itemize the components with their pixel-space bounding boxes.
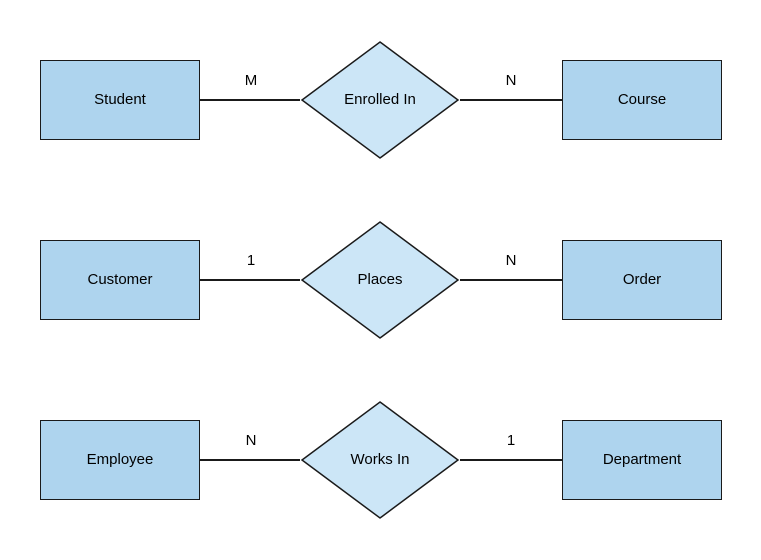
relationship-label: Places bbox=[357, 271, 403, 288]
entity-label: Student bbox=[94, 91, 146, 108]
entity-employee: Employee bbox=[40, 420, 200, 500]
diamond-shape bbox=[300, 401, 460, 519]
entity-student: Student bbox=[40, 60, 200, 140]
cardinality-label-order-side: N bbox=[505, 252, 517, 269]
cardinality-label-course-side: N bbox=[505, 72, 517, 89]
cardinality-label-employee-side: N bbox=[245, 432, 257, 449]
entity-label: Customer bbox=[87, 271, 153, 288]
relationship-works-in: Works In bbox=[300, 400, 460, 520]
relationship-label: Enrolled In bbox=[344, 91, 416, 108]
entity-customer: Customer bbox=[40, 240, 200, 320]
connector-employee-worksin bbox=[200, 459, 300, 461]
relationship-places: Places bbox=[300, 220, 460, 340]
entity-label: Department bbox=[602, 451, 682, 468]
relationship-enrolled-in: Enrolled In bbox=[300, 40, 460, 160]
diamond-shape bbox=[300, 41, 460, 159]
connector-student-enrolledin bbox=[200, 99, 300, 101]
cardinality-label-student-side: M bbox=[244, 72, 258, 89]
entity-order: Order bbox=[562, 240, 722, 320]
entity-label: Employee bbox=[86, 451, 154, 468]
connector-worksin-department bbox=[460, 459, 562, 461]
entity-label: Course bbox=[617, 91, 667, 108]
connector-enrolledin-course bbox=[460, 99, 562, 101]
connector-customer-places bbox=[200, 279, 300, 281]
entity-course: Course bbox=[562, 60, 722, 140]
connector-places-order bbox=[460, 279, 562, 281]
cardinality-label-department-side: 1 bbox=[506, 432, 516, 449]
cardinality-label-customer-side: 1 bbox=[246, 252, 256, 269]
diamond-shape bbox=[300, 221, 460, 339]
entity-department: Department bbox=[562, 420, 722, 500]
entity-label: Order bbox=[622, 271, 662, 288]
relationship-label: Works In bbox=[350, 451, 410, 468]
